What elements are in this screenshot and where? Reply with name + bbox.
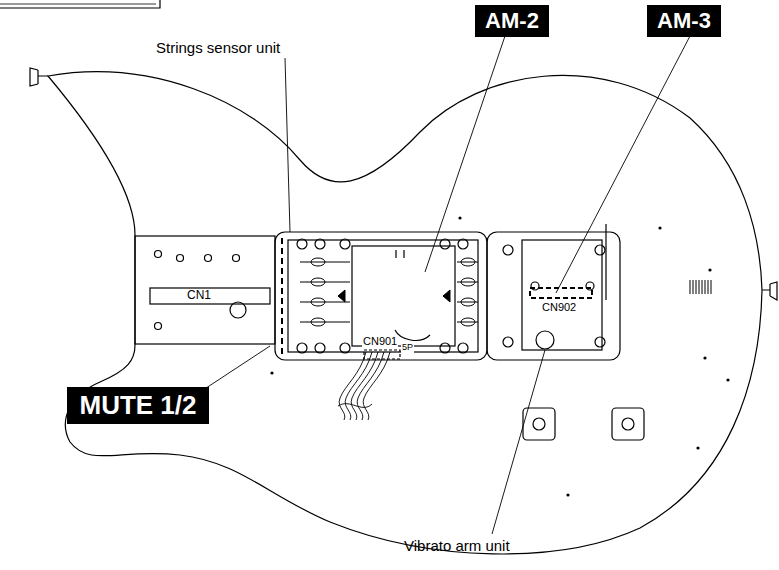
part-name: Vibrato arm unit — [404, 538, 510, 555]
connector-name: CN1 — [186, 289, 212, 302]
part-name: Strings sensor unit — [156, 40, 280, 57]
connector-name: CN901 — [362, 335, 398, 347]
connector-name: 5P — [401, 343, 414, 353]
connector-name: CN902 — [541, 301, 577, 313]
callout-text: MUTE 1/2 — [79, 390, 196, 421]
callout-text: AM-3 — [657, 8, 711, 34]
callout-tag: MUTE 1/2 — [67, 387, 209, 424]
callout-text: AM-2 — [485, 8, 539, 34]
callout-tag: AM-3 — [647, 5, 721, 37]
callout-tag: AM-2 — [475, 5, 549, 37]
